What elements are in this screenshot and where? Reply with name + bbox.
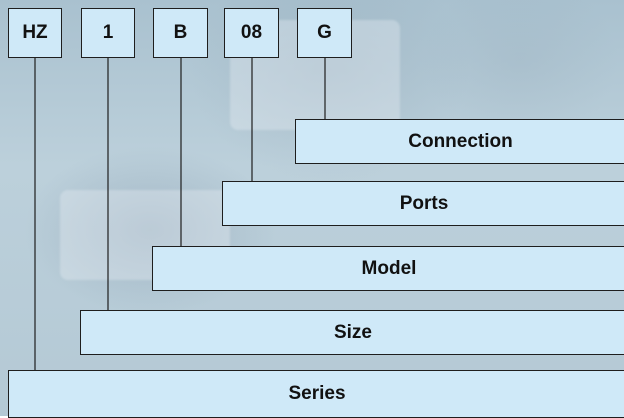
code-box-model: B [153, 8, 208, 58]
code-box-series: HZ [8, 8, 62, 58]
label-box-size: Size [80, 310, 624, 355]
code-box-connection: G [297, 8, 352, 58]
code-box-size: 1 [81, 8, 135, 58]
label-box-ports: Ports [222, 181, 624, 226]
label-box-model: Model [152, 246, 624, 291]
label-box-series: Series [8, 370, 624, 418]
code-box-ports: 08 [224, 8, 279, 58]
label-box-connection: Connection [295, 119, 624, 164]
